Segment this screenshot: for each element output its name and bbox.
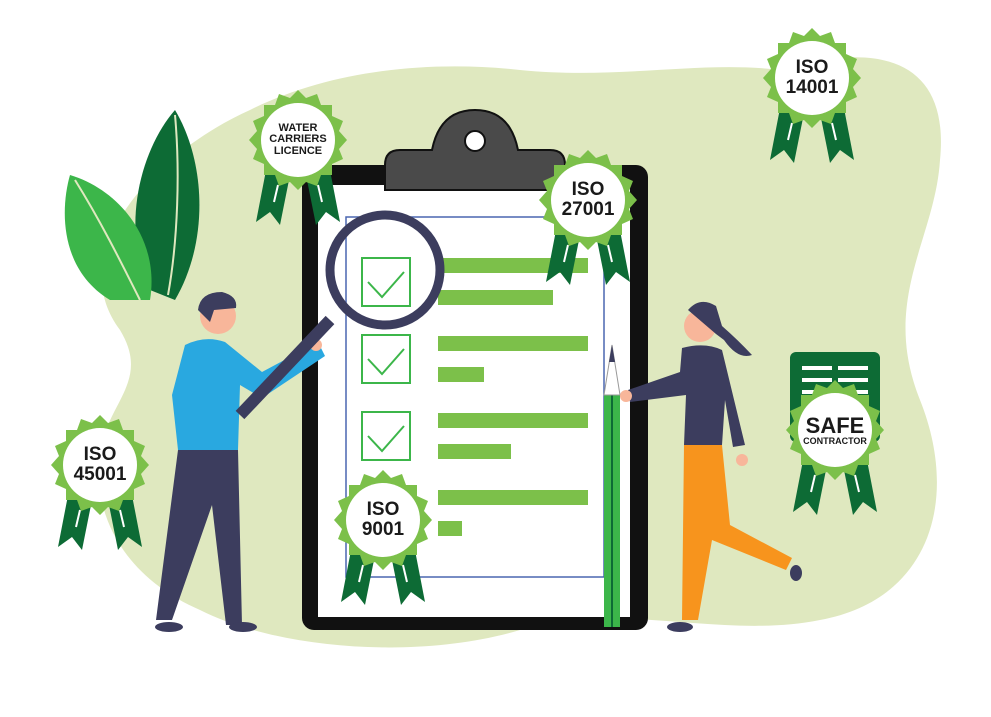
badge-line: SAFE	[805, 412, 865, 438]
badge-label-iso-27001: ISO 27001	[551, 170, 625, 230]
checklist-row	[361, 334, 588, 384]
badge-line: 45001	[73, 464, 127, 485]
badge-line: WATER	[278, 121, 318, 134]
badge-line: 9001	[361, 519, 405, 540]
magnifying-glass-icon	[235, 210, 445, 420]
checklist-row	[361, 411, 588, 461]
checklist-row	[438, 490, 588, 536]
badge-line: CONTRACTOR	[803, 435, 867, 446]
badge-line: ISO	[366, 499, 400, 521]
woman-figure	[620, 301, 802, 632]
badge-line: ISO	[571, 179, 605, 201]
leaf-icon	[135, 110, 200, 300]
badge-line: 27001	[561, 199, 615, 220]
badge-line: ISO	[83, 444, 117, 466]
badge-label-iso-45001: ISO 45001	[63, 435, 137, 495]
badge-line: CARRIERS	[269, 133, 327, 146]
badge-label-safe-contractor: SAFE CONTRACTOR	[798, 400, 872, 460]
pencil-icon	[603, 344, 621, 627]
badge-line: 14001	[785, 77, 839, 98]
badge-label-water-carriers: WATER CARRIERS LICENCE	[261, 110, 335, 170]
badge-line: LICENCE	[273, 144, 323, 157]
badge-label-iso-9001: ISO 9001	[346, 490, 420, 550]
badge-line: ISO	[795, 57, 829, 79]
badge-label-iso-14001: ISO 14001	[775, 48, 849, 108]
